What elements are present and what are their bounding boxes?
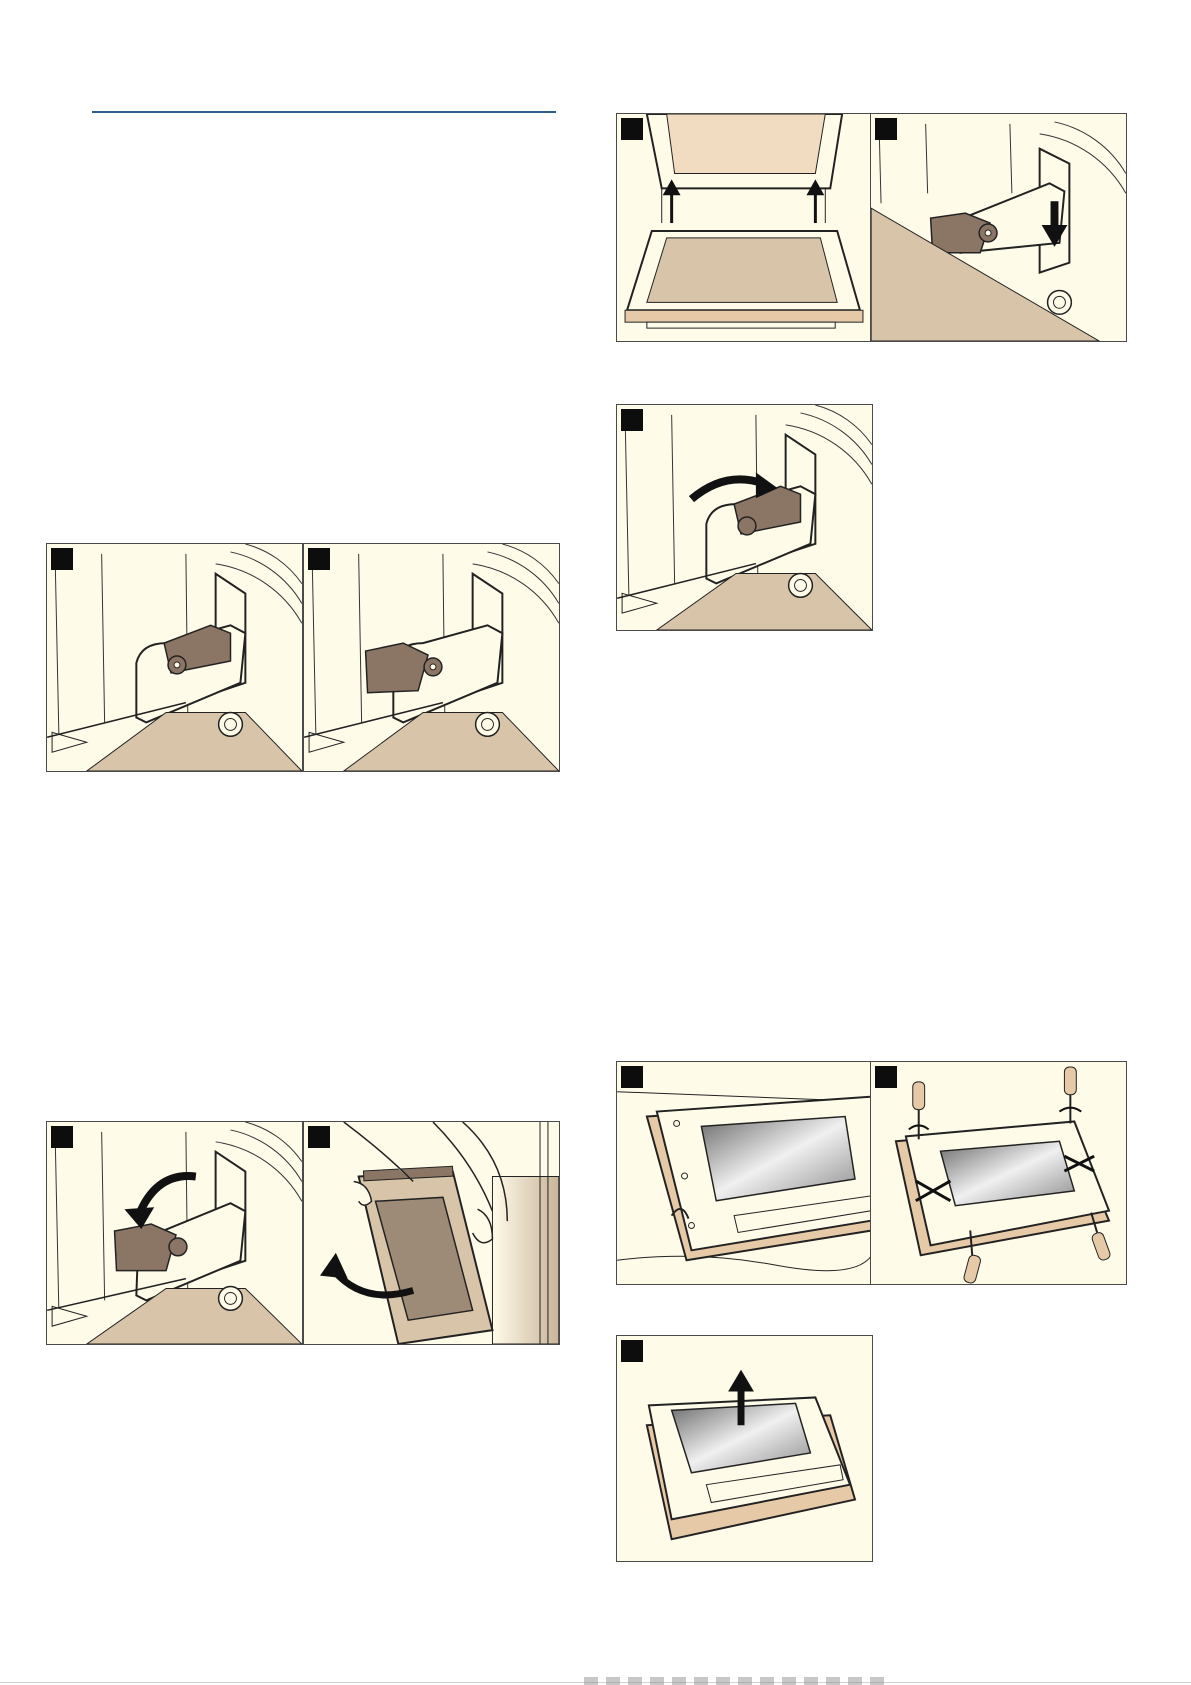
figure-hinge-opened bbox=[303, 543, 560, 772]
screwdriver-icon bbox=[871, 1062, 1126, 1284]
step-marker bbox=[308, 1126, 330, 1148]
figure-hinge-fold-up bbox=[616, 404, 873, 631]
section-rule bbox=[92, 111, 556, 113]
hinge-push-down-icon bbox=[871, 114, 1126, 341]
figure-glass-lift-out bbox=[616, 1335, 873, 1562]
door-lift-out-icon bbox=[304, 1122, 559, 1344]
hinge-fold-up-icon bbox=[617, 405, 872, 630]
figure-hinge-push-down bbox=[870, 113, 1127, 342]
step-marker bbox=[51, 1126, 73, 1148]
step-marker bbox=[621, 1066, 643, 1088]
step-marker bbox=[308, 548, 330, 570]
figure-door-reinsert bbox=[616, 113, 873, 342]
glass-lift-out-icon bbox=[617, 1336, 872, 1561]
figure-hinge-fold-down bbox=[46, 1121, 303, 1345]
step-marker bbox=[51, 548, 73, 570]
figure-hinge-closed bbox=[46, 543, 303, 772]
step-marker bbox=[621, 409, 643, 431]
step-marker bbox=[621, 118, 643, 140]
figure-door-cover-panel bbox=[616, 1061, 873, 1285]
hinge-fold-down-icon bbox=[47, 1122, 302, 1344]
step-marker bbox=[875, 1066, 897, 1088]
hinge-lever-closed-icon bbox=[47, 544, 302, 771]
figure-door-lift-out bbox=[303, 1121, 560, 1345]
hinge-lever-opened-icon bbox=[304, 544, 559, 771]
step-marker bbox=[621, 1340, 643, 1362]
door-reinsert-icon bbox=[617, 114, 872, 341]
step-marker bbox=[875, 118, 897, 140]
footer-strip bbox=[584, 1677, 884, 1685]
door-cover-panel-icon bbox=[617, 1062, 872, 1284]
figure-door-unscrew bbox=[870, 1061, 1127, 1285]
